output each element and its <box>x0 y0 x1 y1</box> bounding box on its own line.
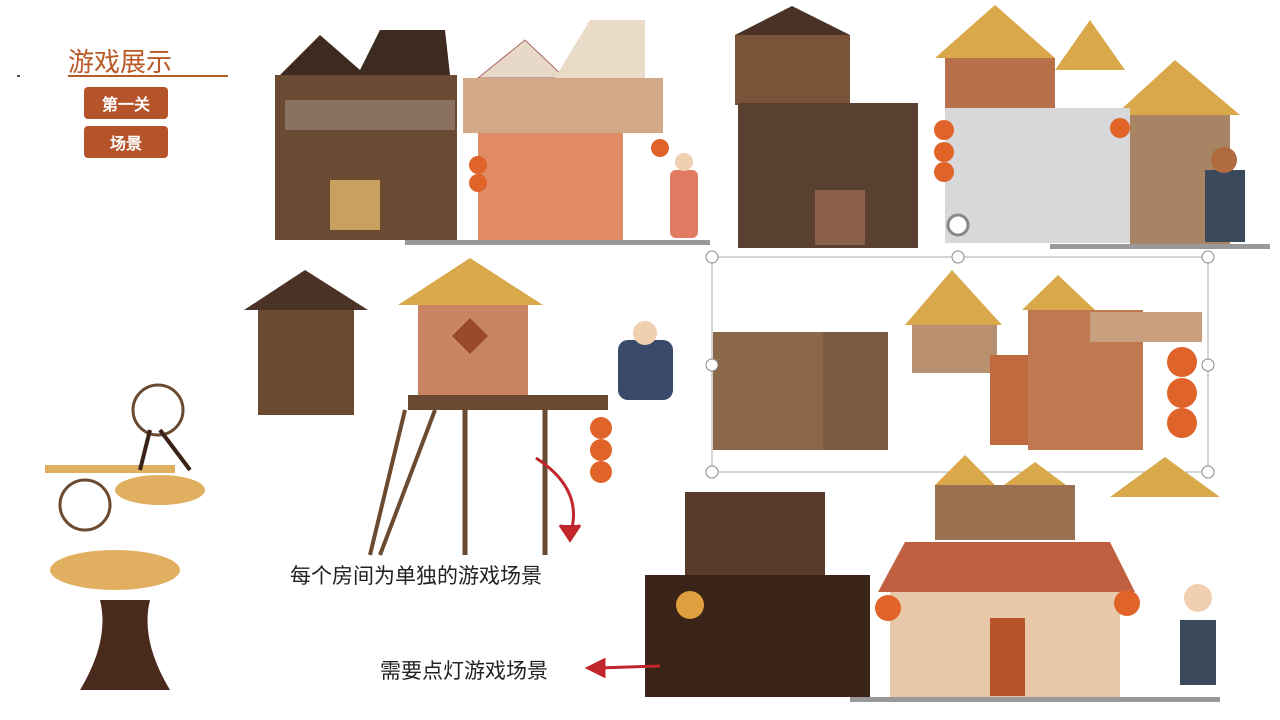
level-tag[interactable]: 第一关 <box>84 87 168 119</box>
bullet-dot <box>17 75 20 77</box>
room-stilt-hut <box>368 258 673 556</box>
annotation-rooms: 每个房间为单独的游戏场景 <box>290 564 542 588</box>
room-small-shed <box>244 270 368 415</box>
arrow-to-lighting-room <box>584 657 661 679</box>
room-tiled-house <box>850 455 1220 702</box>
scene-tag[interactable]: 场景 <box>84 126 168 158</box>
room-kitchen <box>735 6 918 248</box>
title-underline <box>68 75 228 77</box>
floating-island-illustration <box>45 383 205 690</box>
room-selected-group <box>713 270 1202 450</box>
room-brick-house <box>405 20 710 245</box>
room-dark-attic <box>645 492 870 697</box>
arrow-to-rooms <box>535 456 582 543</box>
room-wooden-house <box>275 30 457 240</box>
annotation-lighting: 需要点灯游戏场景 <box>380 659 548 683</box>
slide-title: 游戏展示 <box>68 48 173 78</box>
room-thatched-village <box>934 5 1270 249</box>
